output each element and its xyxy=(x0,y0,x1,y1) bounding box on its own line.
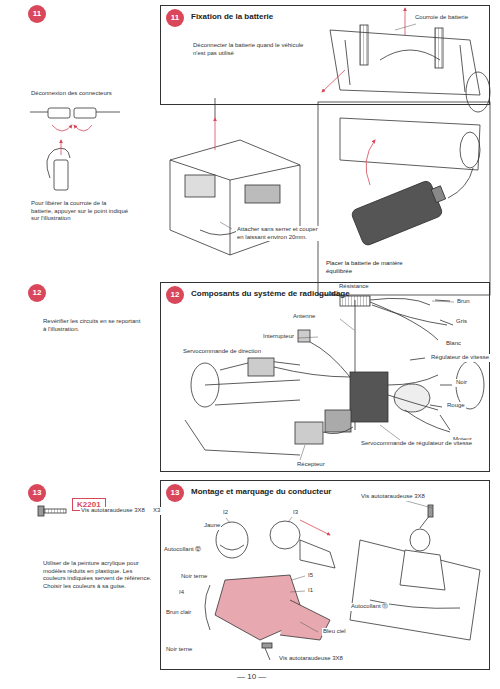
part-number: I2 xyxy=(222,509,229,517)
part-label: Courroie de batterie xyxy=(414,14,469,22)
step-heading: Fixation de la batterie xyxy=(191,12,273,21)
part-number: I5 xyxy=(307,572,314,580)
part-label: Résistance xyxy=(338,283,370,291)
step-number: 13 xyxy=(28,484,46,502)
step-number: 11 xyxy=(28,5,46,23)
step-heading: Montage et marquage du conducteur xyxy=(191,487,331,496)
step-number-text: 13 xyxy=(166,484,184,502)
step-number-text: 12 xyxy=(28,284,46,302)
note: Attacher sans serrer et couper en laissa… xyxy=(236,226,320,241)
part-label: Servocommande de direction xyxy=(182,348,262,356)
part-label: Servocommande de régulateur de vitesse xyxy=(360,440,473,448)
step-number-text: 12 xyxy=(166,286,184,304)
part-label: Vis autotaraudeuse 3X8 xyxy=(360,493,426,501)
wire-color: Brun xyxy=(456,298,471,306)
note: Utiliser de la peinture acrylique pour m… xyxy=(42,560,156,590)
wire-color: Gris xyxy=(455,318,468,326)
step-heading: Composants du système de radioguidage xyxy=(191,289,350,298)
inset-box: Placer la batterie de manière équilibrée xyxy=(318,102,490,295)
page-number: — 10 — xyxy=(236,672,267,682)
note: Revérifier les circuits en se reportant … xyxy=(42,318,144,333)
step-number-text: 13 xyxy=(28,484,46,502)
note: Déconnecter la batterie quand le véhicul… xyxy=(192,42,309,57)
sticker-label: Autocollant ⑪ xyxy=(350,603,389,611)
paint-color: Jaune xyxy=(203,522,221,530)
note: Pour libérer la courroie de la batterie,… xyxy=(30,200,130,223)
part-label: Vis autotaraudeuse 3X8 xyxy=(80,507,146,515)
part-label: Vis autotaraudeuse 3X8 xyxy=(278,655,344,663)
wire-color: Blanc xyxy=(445,340,462,348)
step-number-text: 11 xyxy=(28,5,46,23)
paint-color: Bleu ciel xyxy=(322,628,347,636)
part-label: Interrupteur xyxy=(262,333,295,341)
note: Déconnexion des connecteurs xyxy=(30,90,113,98)
step-number: 12 xyxy=(28,284,46,302)
part-label: Antenne xyxy=(292,313,316,321)
paint-color: Noir terne xyxy=(165,646,193,654)
part-number: I3 xyxy=(292,509,299,517)
wire-color: Rouge xyxy=(446,402,466,410)
part-number: I4 xyxy=(178,589,185,597)
step-number: 12 xyxy=(166,286,184,304)
part-label: Récepteur xyxy=(296,461,326,469)
part-number: I1 xyxy=(307,587,314,595)
inset-note: Placer la batterie de manière équilibrée xyxy=(326,260,406,275)
paint-color: Noir terne xyxy=(180,573,208,581)
sticker-label: Autocollant ⑫ xyxy=(163,546,202,554)
step-number-text: 11 xyxy=(166,9,184,27)
paint-color: Brun clair xyxy=(165,609,192,617)
step-number: 13 xyxy=(166,484,184,502)
wire-color: Noir xyxy=(455,379,468,387)
part-label: Régulateur de vitesse xyxy=(430,354,490,362)
quantity: X3 xyxy=(152,507,161,515)
step-number: 11 xyxy=(166,9,184,27)
step-panel: Montage et marquage du conducteur 13 xyxy=(160,480,490,670)
